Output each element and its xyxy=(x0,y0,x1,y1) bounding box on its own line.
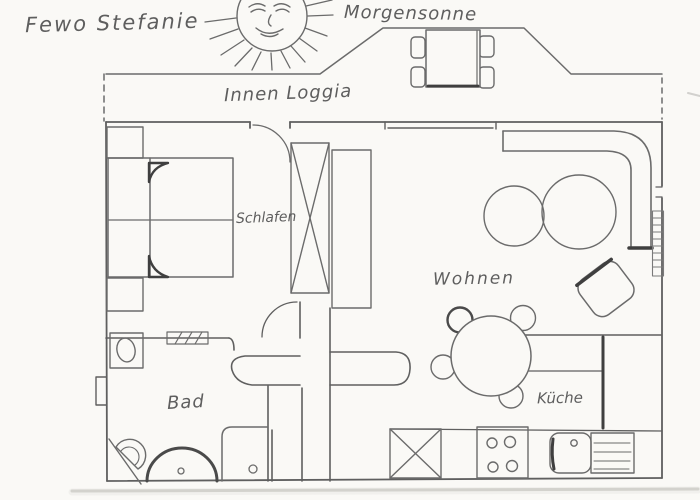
washbasin xyxy=(145,446,219,483)
smiling-sun-icon xyxy=(204,0,334,71)
sofa xyxy=(502,130,654,250)
balcony-chair xyxy=(478,35,495,58)
wardrobe-crossed xyxy=(290,142,330,294)
page-title: Fewo Stefanie xyxy=(24,8,200,38)
dining-chair xyxy=(509,304,537,332)
fridge-crossed-box xyxy=(389,428,442,479)
balcony-chair xyxy=(478,66,495,89)
label-room-bedroom: Schlafen xyxy=(235,208,297,228)
scan-shadow xyxy=(68,92,700,496)
loggia-outline xyxy=(103,27,663,122)
pillow xyxy=(147,161,170,184)
label-morning-sun: Morgensonne xyxy=(343,1,478,26)
nightstand-top xyxy=(106,126,144,159)
hall-door-arc xyxy=(261,301,298,338)
label-inner-loggia: Innen Loggia xyxy=(223,80,353,107)
sink-drainer xyxy=(590,432,635,474)
pillow xyxy=(147,254,170,279)
stove-burner xyxy=(505,459,519,473)
stove-burner xyxy=(503,435,517,449)
stove-burner xyxy=(486,437,498,449)
toilet xyxy=(109,332,144,369)
radiator xyxy=(651,210,665,277)
outer-walls xyxy=(95,121,663,482)
coffee-table-round xyxy=(483,185,545,247)
balcony-table xyxy=(425,29,481,88)
wall-niche xyxy=(95,376,107,406)
stove xyxy=(476,426,529,479)
balcony-chair xyxy=(410,36,426,59)
coffee-table-round xyxy=(541,174,617,250)
label-room-kitchen: Küche xyxy=(536,388,584,408)
bed xyxy=(107,157,234,279)
nightstand-bottom xyxy=(106,277,144,312)
corner-bidet xyxy=(108,438,147,485)
bath-door-wall xyxy=(230,355,301,386)
armchair xyxy=(575,257,635,318)
sink xyxy=(549,432,635,474)
bedroom-door-arc xyxy=(252,124,291,163)
bathroom-wall-hatch xyxy=(166,331,209,345)
stove-burner xyxy=(487,461,499,473)
wardrobe-plain xyxy=(331,149,372,309)
window-top xyxy=(384,121,497,130)
label-room-living: Wohnen xyxy=(432,268,516,290)
shower xyxy=(221,426,269,482)
balcony-chair xyxy=(410,66,426,88)
dining-table xyxy=(450,315,532,397)
tap-dot xyxy=(570,439,578,447)
label-room-bathroom: Bad xyxy=(166,391,206,414)
